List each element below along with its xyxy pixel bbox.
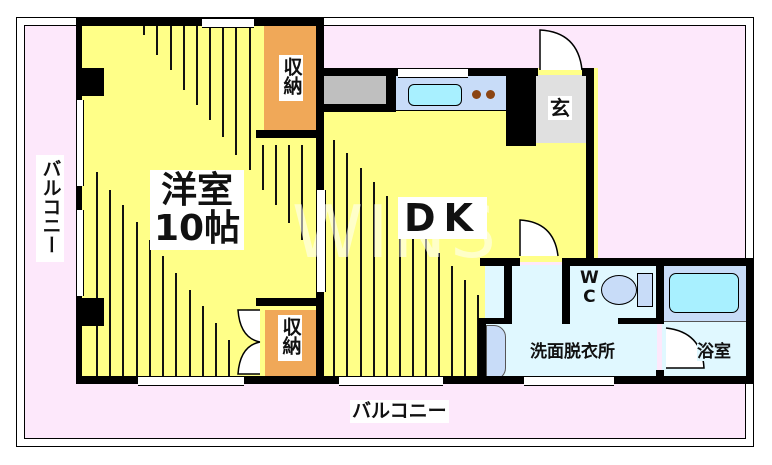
refrigerator-space — [324, 75, 388, 105]
toilet-tank-icon — [637, 273, 653, 307]
window — [138, 376, 244, 386]
entrance-door-icon — [539, 29, 583, 71]
toilet-bowl-icon — [601, 275, 637, 305]
window — [398, 68, 468, 78]
bathroom-label: 浴室 — [697, 342, 731, 362]
closet-label-text: 収納 — [280, 57, 303, 95]
wall — [316, 292, 324, 382]
window — [316, 190, 326, 292]
wall — [76, 376, 138, 384]
wall — [316, 68, 398, 76]
room-type-label: 洋室 — [161, 170, 234, 211]
wc-label-w: W — [580, 268, 599, 288]
window — [202, 18, 254, 28]
wall — [618, 318, 662, 324]
dk-label: DK — [398, 197, 487, 239]
closet-top-label: 収納 — [279, 55, 303, 101]
wall — [614, 376, 754, 384]
washroom-label: 洗面脱衣所 — [530, 342, 615, 362]
stove-burner-icon — [486, 90, 495, 99]
wall — [562, 258, 570, 324]
entrance-label: 玄 — [548, 96, 572, 120]
window — [524, 376, 614, 386]
stove-burner-icon — [472, 90, 481, 99]
balcony-label-text: バルコニー — [39, 159, 62, 254]
wall — [80, 298, 104, 326]
bathtub-icon — [669, 273, 739, 313]
washroom-door-icon — [519, 219, 559, 257]
wall — [504, 258, 512, 324]
wc-label: W C — [580, 270, 599, 306]
wc-label-c: C — [583, 287, 596, 307]
wall — [506, 68, 536, 146]
window — [76, 210, 84, 296]
wall — [256, 298, 324, 306]
wall — [586, 68, 594, 264]
wall — [480, 258, 520, 266]
wall — [478, 318, 486, 382]
balcony-outer-outline — [16, 17, 754, 447]
balcony-side-label: バルコニー — [36, 155, 64, 262]
wall — [656, 370, 664, 384]
closet-bottom-label: 収納 — [278, 315, 302, 361]
wall — [316, 104, 394, 112]
closet-label-text: 収納 — [279, 317, 302, 355]
wash-basin-icon — [486, 325, 506, 380]
wall — [76, 18, 202, 26]
window — [76, 100, 84, 186]
wall — [746, 258, 754, 384]
kitchen-sink — [408, 84, 462, 106]
wall — [254, 18, 324, 26]
wall — [468, 68, 538, 76]
closet-door-icon — [237, 309, 261, 375]
wall — [478, 318, 508, 324]
wall — [76, 18, 82, 382]
room-size-label: 10帖 — [154, 208, 241, 249]
wall — [386, 68, 396, 112]
bathroom-door-icon — [665, 327, 705, 369]
western-room-label: 洋室 10帖 — [150, 170, 245, 250]
wall — [656, 258, 664, 324]
wall — [244, 376, 339, 384]
window — [339, 376, 443, 386]
balcony-bottom-label: バルコニー — [350, 400, 449, 423]
wall — [256, 130, 318, 138]
wall — [80, 68, 104, 96]
